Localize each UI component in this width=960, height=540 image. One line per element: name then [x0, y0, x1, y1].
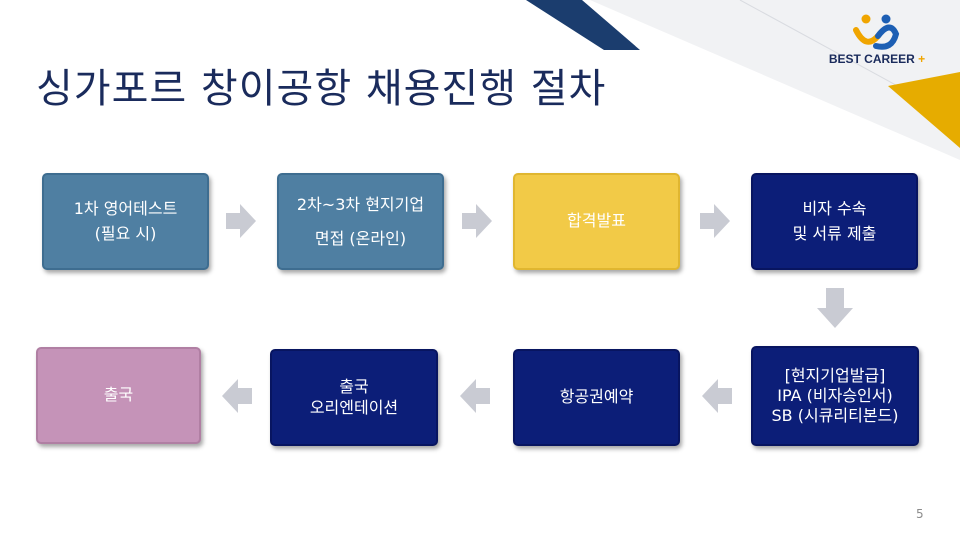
step-line: (필요 시) — [94, 223, 157, 243]
page-number: 5 — [916, 507, 924, 521]
step-7-orientation: 출국 오리엔테이션 — [270, 349, 438, 446]
arrow-right-icon — [700, 204, 730, 238]
step-1-english-test: 1차 영어테스트 (필요 시) — [42, 173, 209, 270]
page-title: 싱가포르 창이공항 채용진행 절차 — [36, 66, 607, 112]
step-line: 오리엔테이션 — [309, 397, 399, 417]
arrow-left-icon — [222, 379, 252, 413]
step-line: 및 서류 제출 — [792, 223, 877, 243]
step-2-interview: 2차~3차 현지기업 면접 (온라인) — [277, 173, 444, 270]
step-8-departure: 출국 — [36, 347, 201, 444]
step-line: 출국 — [103, 385, 134, 405]
best-career-logo: BEST CAREER + — [822, 14, 932, 70]
arrow-right-icon — [226, 204, 256, 238]
step-line: 비자 수속 — [802, 198, 867, 218]
step-5-ipa-sb: [현지기업발급] IPA (비자승인서) SB (시큐리티본드) — [751, 346, 919, 446]
step-line: [현지기업발급] — [784, 366, 886, 385]
logo-plus: + — [918, 52, 926, 66]
logo-text: BEST CAREER — [828, 52, 915, 66]
step-6-flight-booking: 항공권예약 — [513, 349, 680, 446]
logo-figures-icon — [853, 14, 900, 50]
arrow-down-icon — [817, 288, 853, 328]
arrow-left-icon — [702, 379, 732, 413]
step-line: 항공권예약 — [559, 387, 634, 407]
step-line: IPA (비자승인서) — [777, 386, 893, 405]
step-line: 면접 (온라인) — [314, 228, 407, 248]
step-3-announcement: 합격발표 — [513, 173, 680, 270]
arrow-left-icon — [460, 379, 490, 413]
step-line: 2차~3차 현지기업 — [296, 194, 425, 214]
step-line: SB (시큐리티본드) — [771, 406, 899, 425]
arrow-right-icon — [462, 204, 492, 238]
step-line: 합격발표 — [567, 211, 626, 231]
step-line: 1차 영어테스트 — [73, 198, 178, 218]
step-4-visa: 비자 수속 및 서류 제출 — [751, 173, 918, 270]
step-line: 출국 — [339, 376, 369, 396]
